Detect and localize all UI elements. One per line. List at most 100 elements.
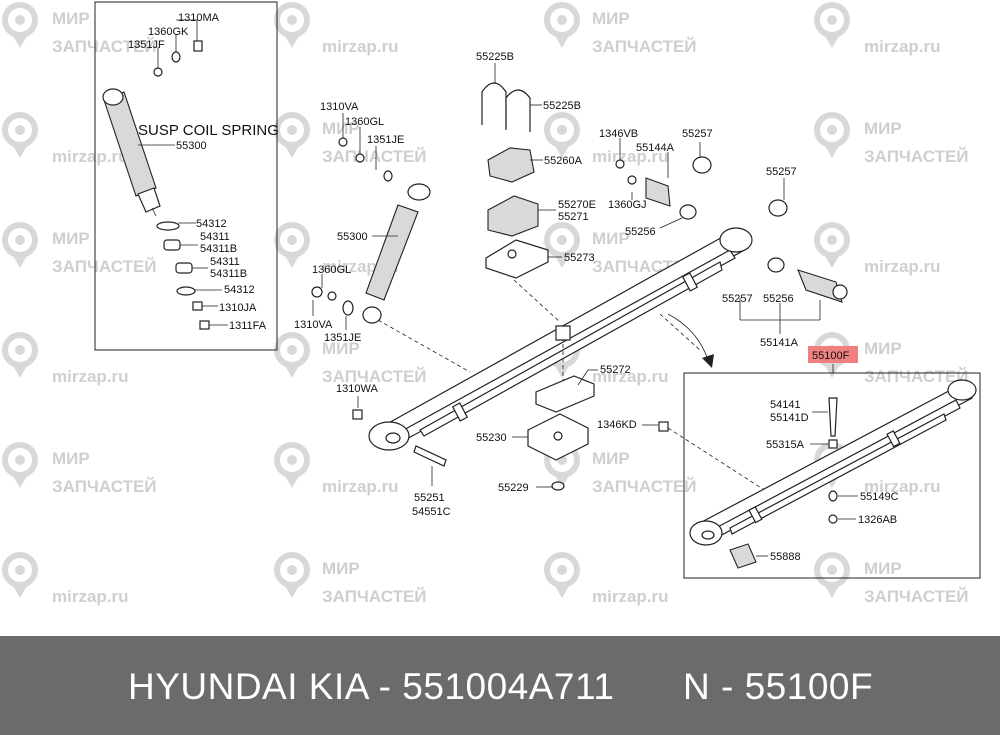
label-55230: 55230 (476, 432, 507, 444)
label-55257-a: 55257 (682, 128, 713, 140)
watermark-line1: МИР (592, 229, 630, 248)
watermark-logo-icon (547, 115, 577, 158)
watermark-site: mirzap.ru (592, 147, 669, 166)
label-1310MA: 1310MA (178, 12, 220, 24)
watermark-logo-icon (5, 445, 35, 488)
watermark-site: mirzap.ru (864, 37, 941, 56)
label-54311-b: 54311 (210, 256, 240, 268)
watermark-logo-icon (817, 5, 847, 48)
label-55141D: 55141D (770, 412, 809, 424)
label-55271: 55271 (558, 211, 589, 223)
watermark-line2: ЗАПЧАСТЕЙ (592, 477, 697, 496)
watermark-logo-icon (277, 5, 307, 48)
watermark-logo-icon (5, 225, 35, 268)
watermark-site: mirzap.ru (864, 477, 941, 496)
clamp-parts (413, 375, 669, 491)
watermark-line2: ЗАПЧАСТЕЙ (52, 257, 157, 276)
label-55888: 55888 (770, 551, 801, 563)
watermark-line2: ЗАПЧАСТЕЙ (322, 367, 427, 386)
label-1351JE-top: 1351JE (367, 134, 404, 146)
watermark-line2: ЗАПЧАСТЕЙ (592, 37, 697, 56)
label-1360GJ: 1360GJ (608, 199, 647, 211)
leaf-spring-main (368, 227, 753, 451)
leader-lines-assembly (756, 411, 858, 557)
watermark-line2: ЗАПЧАСТЕЙ (864, 367, 969, 386)
watermark-line1: МИР (322, 559, 360, 578)
label-54312-b: 54312 (224, 284, 255, 296)
watermark-logo-icon (277, 335, 307, 378)
u-bolt-parts (481, 82, 549, 279)
watermark-logo-icon (277, 225, 307, 268)
label-susp-coil-spring: SUSP COIL SPRING (138, 122, 279, 139)
label-54311B-b: 54311B (210, 268, 247, 280)
label-55149C: 55149C (860, 491, 899, 503)
watermark-site: mirzap.ru (864, 257, 941, 276)
small-parts-left (153, 40, 210, 330)
shock-kit-frame (94, 1, 278, 351)
watermark-site: mirzap.ru (52, 367, 129, 386)
label-55100F[interactable]: 55100F (812, 350, 850, 362)
watermark-site: mirzap.ru (52, 147, 129, 166)
label-55225B-b: 55225B (543, 100, 581, 112)
watermark-logo-icon (5, 115, 35, 158)
label-1360GK: 1360GK (148, 26, 189, 38)
watermark-line1: МИР (52, 9, 90, 28)
watermark-line2: ЗАПЧАСТЕЙ (864, 147, 969, 166)
watermark-site: mirzap.ru (52, 587, 129, 606)
watermark-logo-icon (5, 555, 35, 598)
label-55257-b: 55257 (766, 166, 797, 178)
label-55272: 55272 (600, 364, 631, 376)
label-1310VA-top: 1310VA (320, 101, 359, 113)
label-1310VA-bottom: 1310VA (294, 319, 333, 331)
label-1326AB: 1326AB (858, 514, 897, 526)
label-55315A: 55315A (766, 439, 805, 451)
label-55257-c: 55257 (722, 293, 753, 305)
watermark-logo-icon (277, 445, 307, 488)
pointer-arrow-icon (667, 313, 714, 368)
watermark-logo-icon (277, 555, 307, 598)
watermark-logo-icon (817, 225, 847, 268)
label-55144A: 55144A (636, 142, 675, 154)
label-55256-a: 55256 (625, 226, 656, 238)
label-55141A: 55141A (760, 337, 799, 349)
highlight-55100F-box (808, 346, 858, 363)
watermark-line1: МИР (322, 339, 360, 358)
watermark-layer: МИР ЗАПЧАСТЕЙ mirzap.ru МИР ЗАПЧАСТЕЙ mi… (5, 5, 969, 606)
label-55229: 55229 (498, 482, 529, 494)
shock-absorber-main (311, 137, 431, 420)
watermark-logo-icon (817, 115, 847, 158)
watermark-logo-icon (547, 555, 577, 598)
label-55225B-a: 55225B (476, 51, 514, 63)
watermark-line2: ЗАПЧАСТЕЙ (322, 587, 427, 606)
watermark-line1: МИР (322, 119, 360, 138)
leader-lines-middle (312, 113, 471, 408)
watermark-site: mirzap.ru (322, 477, 399, 496)
leader-lines-shackle (619, 138, 821, 334)
watermark-logo-icon (5, 335, 35, 378)
watermark-logo-icon (277, 115, 307, 158)
watermark-line2: ЗАПЧАСТЕЙ (52, 37, 157, 56)
label-1360GL-top: 1360GL (345, 116, 384, 128)
label-54312-a: 54312 (196, 218, 227, 230)
watermark-site: mirzap.ru (592, 367, 669, 386)
label-55256-b: 55256 (763, 293, 794, 305)
label-54311B-a: 54311B (200, 243, 237, 255)
leader-lines-clamp (431, 369, 781, 501)
footer-brand-part-number: HYUNDAI KIA - 551004A711 (128, 666, 615, 707)
label-1310JA: 1310JA (219, 302, 257, 314)
label-55251: 55251 (414, 492, 445, 504)
watermark-logo-icon (5, 5, 35, 48)
watermark-line1: МИР (864, 339, 902, 358)
watermark-site: mirzap.ru (322, 37, 399, 56)
watermark-line2: ЗАПЧАСТЕЙ (864, 587, 969, 606)
label-55273: 55273 (564, 252, 595, 264)
label-1310WA: 1310WA (336, 383, 378, 395)
watermark-line1: МИР (52, 229, 90, 248)
label-54551C: 54551C (412, 506, 451, 518)
label-1346KD: 1346KD (597, 419, 637, 431)
watermark-line1: МИР (52, 449, 90, 468)
label-1351JF: 1351JF (128, 39, 165, 51)
watermark-line2: ЗАПЧАСТЕЙ (322, 147, 427, 166)
watermark-logo-icon (547, 5, 577, 48)
watermark-line1: МИР (864, 119, 902, 138)
